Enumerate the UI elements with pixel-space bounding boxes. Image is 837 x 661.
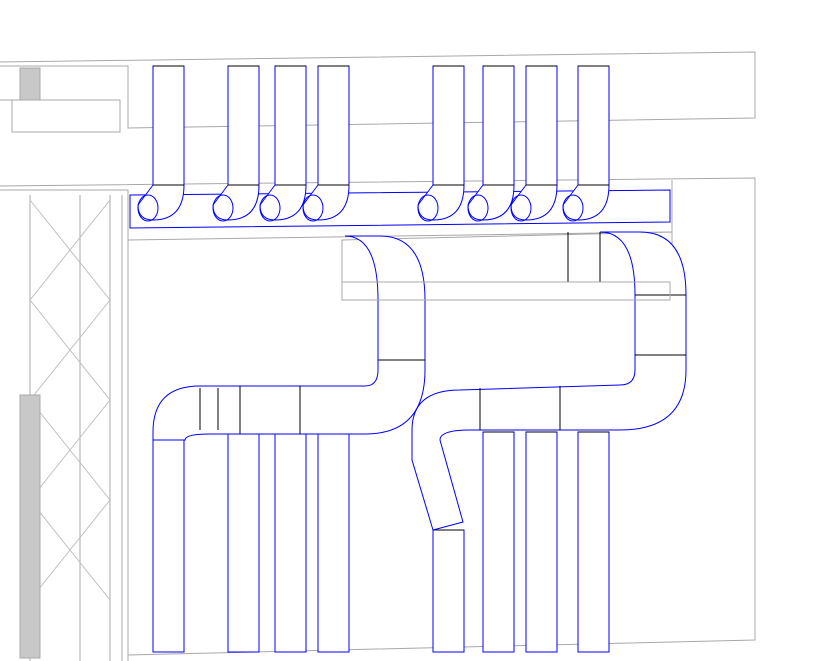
bottom-riser-duct	[577, 431, 610, 653]
left-loop-duct	[152, 235, 426, 441]
tray-line	[127, 231, 673, 241]
top-riser-duct	[417, 65, 465, 221]
elbow-ring	[137, 194, 159, 222]
elbow-ring	[302, 194, 324, 222]
upper-column	[19, 67, 41, 101]
elbow-ring	[212, 194, 234, 222]
top-riser-duct	[467, 65, 515, 221]
bottom-riser-duct	[525, 431, 558, 653]
wall-hatch	[29, 199, 111, 601]
lower-column	[19, 394, 41, 659]
elbow-ring	[417, 194, 439, 222]
right-loop-duct	[411, 231, 687, 531]
bottom-riser-duct	[482, 431, 515, 653]
bottom-riser-duct	[317, 431, 350, 653]
bottom-riser-duct	[432, 529, 465, 653]
top-riser-duct	[562, 65, 610, 221]
bottom-riser-duct	[152, 431, 185, 653]
lower-soffit-line	[341, 281, 671, 301]
top-riser-duct	[259, 65, 307, 221]
elbow-ring	[259, 194, 281, 222]
elbow-ring	[467, 194, 489, 222]
wall-layers	[29, 195, 123, 661]
bottom-riser-duct	[227, 431, 260, 653]
upper-ledge	[0, 99, 121, 133]
top-riser-duct	[510, 65, 558, 221]
elbow-ring	[510, 194, 532, 222]
top-riser-duct	[137, 65, 185, 221]
bottom-riser-duct	[274, 431, 307, 653]
wall-face	[0, 189, 129, 661]
top-riser-duct	[302, 65, 350, 221]
upper-beam	[0, 51, 756, 129]
elbow-ring	[562, 194, 584, 222]
top-riser-duct	[212, 65, 260, 221]
